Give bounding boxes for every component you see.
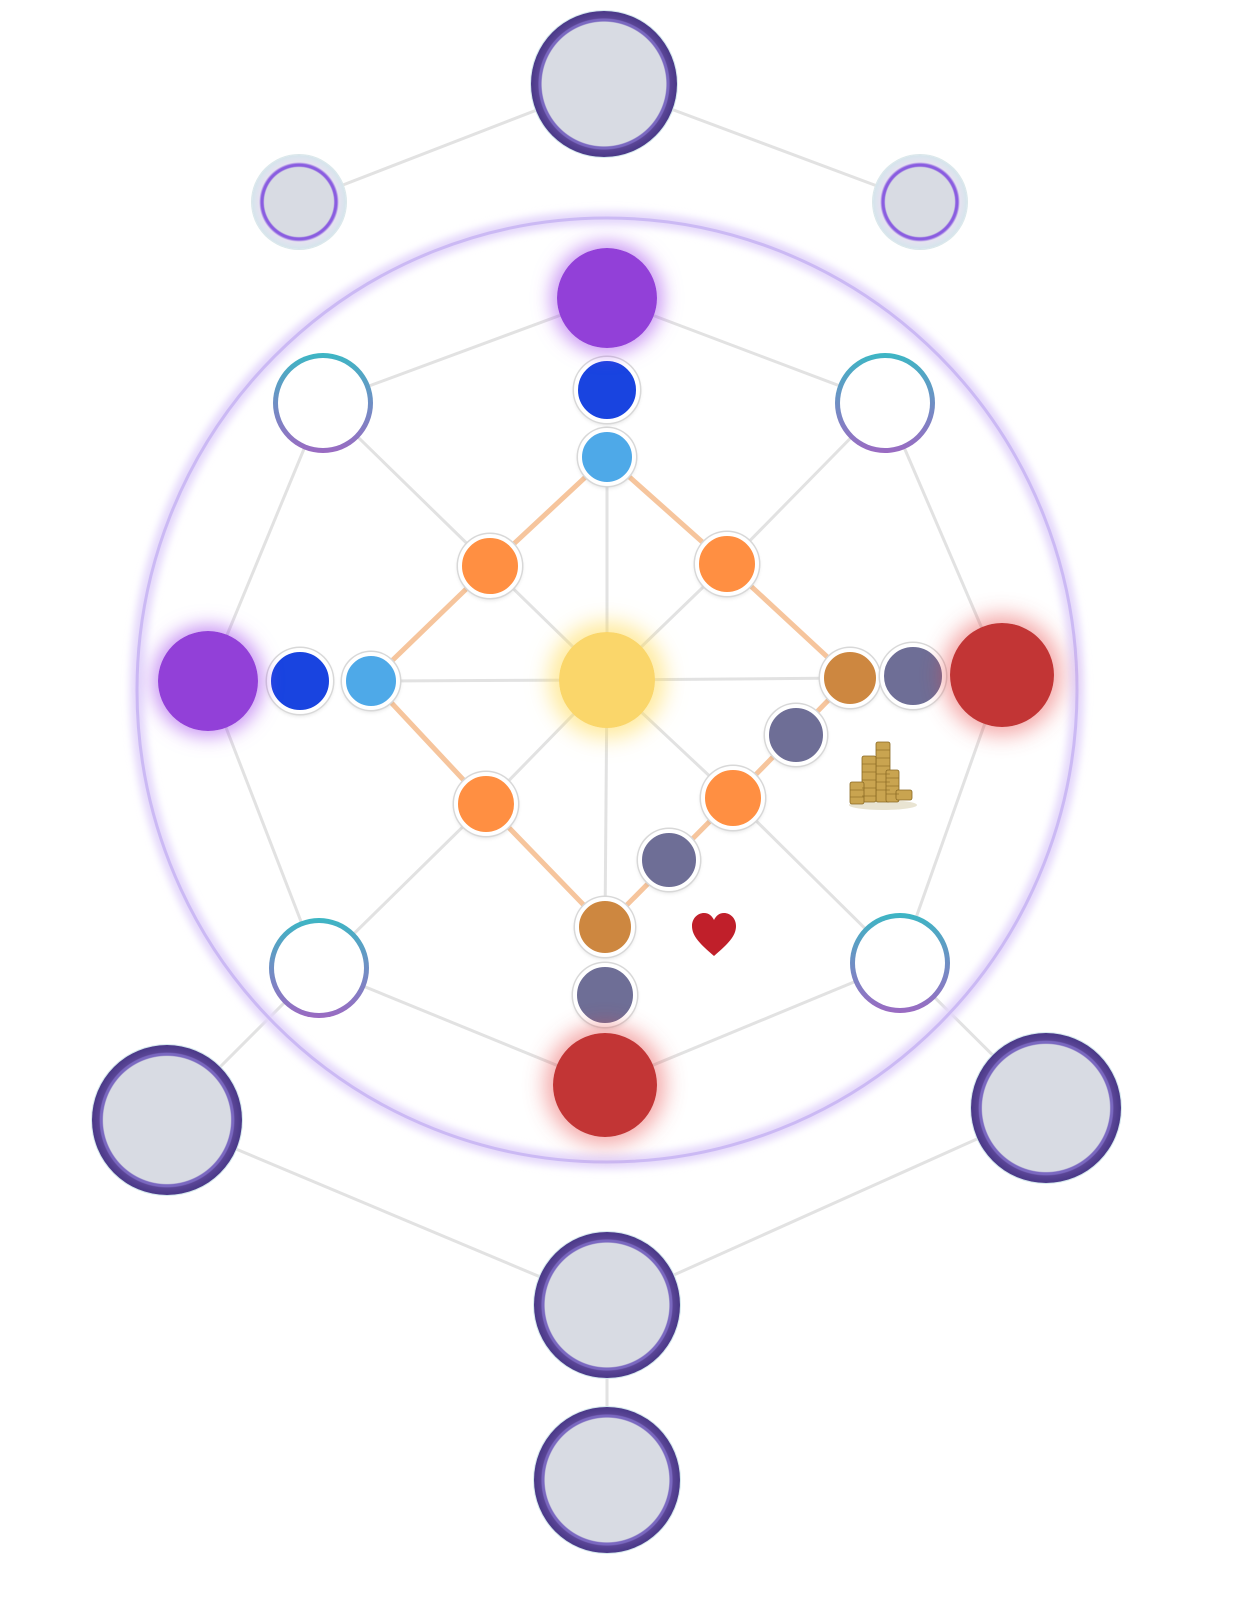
royal-blue-node[interactable] <box>574 357 640 423</box>
orange-node[interactable] <box>701 766 765 830</box>
link-line <box>206 679 321 970</box>
slate-node[interactable] <box>765 704 827 766</box>
empty-ring-node[interactable] <box>269 918 369 1018</box>
empty-ring-node[interactable] <box>835 353 935 453</box>
orange-node[interactable] <box>458 534 522 598</box>
purple-gem-node[interactable] <box>158 631 258 731</box>
orange-node[interactable] <box>454 772 518 836</box>
purple-gem-node[interactable] <box>557 248 657 348</box>
socket-slot-node[interactable] <box>534 1407 680 1553</box>
orange-node[interactable] <box>695 532 759 596</box>
small-socket-slot-node[interactable] <box>252 155 346 249</box>
link-line <box>165 1118 609 1307</box>
socket-slot-node[interactable] <box>971 1033 1121 1183</box>
center-node[interactable] <box>559 632 655 728</box>
socket-slot-node[interactable] <box>531 11 677 157</box>
red-gem-node[interactable] <box>950 623 1054 727</box>
red-gem-node[interactable] <box>553 1033 657 1137</box>
socket-slot-node[interactable] <box>92 1045 242 1195</box>
small-socket-slot-node[interactable] <box>873 155 967 249</box>
empty-ring-node[interactable] <box>273 353 373 453</box>
sky-blue-node[interactable] <box>342 652 400 710</box>
link-line <box>605 1106 1048 1307</box>
slate-node[interactable] <box>880 643 946 709</box>
link-line <box>603 961 902 1087</box>
slate-node[interactable] <box>638 829 700 891</box>
royal-blue-node[interactable] <box>267 648 333 714</box>
sky-blue-node[interactable] <box>578 428 636 486</box>
empty-ring-node[interactable] <box>850 913 950 1013</box>
socket-slot-node[interactable] <box>534 1232 680 1378</box>
brown-node[interactable] <box>575 897 635 957</box>
slate-node[interactable] <box>573 963 637 1027</box>
brown-node[interactable] <box>820 648 880 708</box>
